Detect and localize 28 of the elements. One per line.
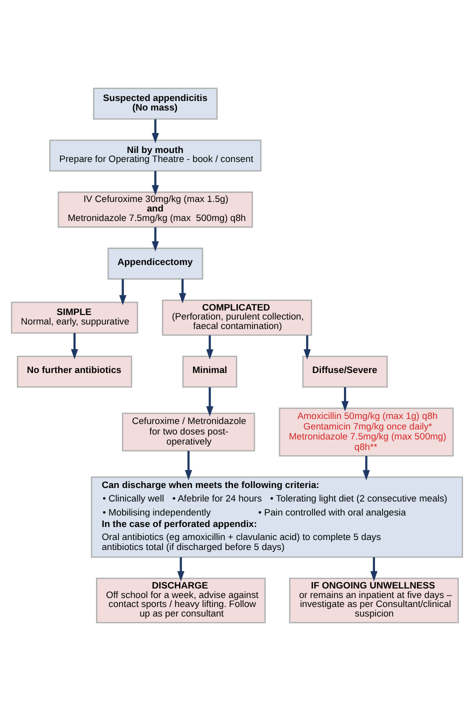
arrow	[206, 334, 214, 360]
arrow	[152, 226, 159, 251]
node-box: No further antibiotics	[16, 355, 132, 388]
arrow	[152, 170, 159, 195]
arrow	[370, 556, 378, 581]
node-box: Diffuse/Severe	[302, 355, 388, 388]
node-box: SIMPLE Normal, early, suppurative	[10, 301, 138, 334]
arrow	[70, 332, 78, 359]
arrow	[362, 455, 370, 480]
arrow	[178, 278, 186, 303]
arrow	[304, 334, 311, 360]
node-box: Amoxicillin 50mg/kg (max 1g) q8h Gentamicin 7mg/kg once daily* Metronidazole 7.5mg/kg (max 500mg) q8h**	[278, 407, 454, 456]
node-box: DISCHARGE Off school for a week, advise against contact sports / heavy lifting. Follow up as per consultant	[96, 577, 266, 623]
arrow	[341, 386, 349, 411]
arrow	[206, 386, 214, 416]
node-box: IF ONGOING UNWELLNESS or remains an inpatient at five days – investigate as per Consultant/clinical suspicion	[289, 577, 459, 623]
arrow	[119, 278, 126, 305]
node-box: Minimal	[182, 355, 238, 388]
node-box: Suspected appendicitis (No mass)	[93, 87, 218, 120]
node-box: Appendicectomy	[108, 247, 204, 280]
node-box: IV Cefuroxime 30mg/kg (max 1.5g) and Metronidazole 7.5mg/kg (max 500mg) q8h	[58, 191, 253, 228]
node-box: Cefuroxime / Metronidazole for two doses post-operatively	[122, 412, 256, 451]
arrow	[184, 450, 192, 480]
arrow	[177, 556, 184, 581]
arrow	[152, 118, 159, 143]
node-box: Nil by mouth Prepare for Operating Theatre - book / consent	[49, 139, 262, 172]
node-box: COMPLICATED (Perforation, purulent collection, faecal contamination)	[162, 299, 312, 336]
node-box: Can discharge when meets the following criteria: • Clinically well • Afebrile for 24 hours • Tolerating light diet (2 consecutive meals) • Mobilising independently • Pain controlled with oral analgesia In the case of perforated appendix: Oral antibiotics (eg amoxicillin + clavulanic acid) to complete 5 days antibiotics total (if discharged before 5 days)	[90, 476, 464, 558]
